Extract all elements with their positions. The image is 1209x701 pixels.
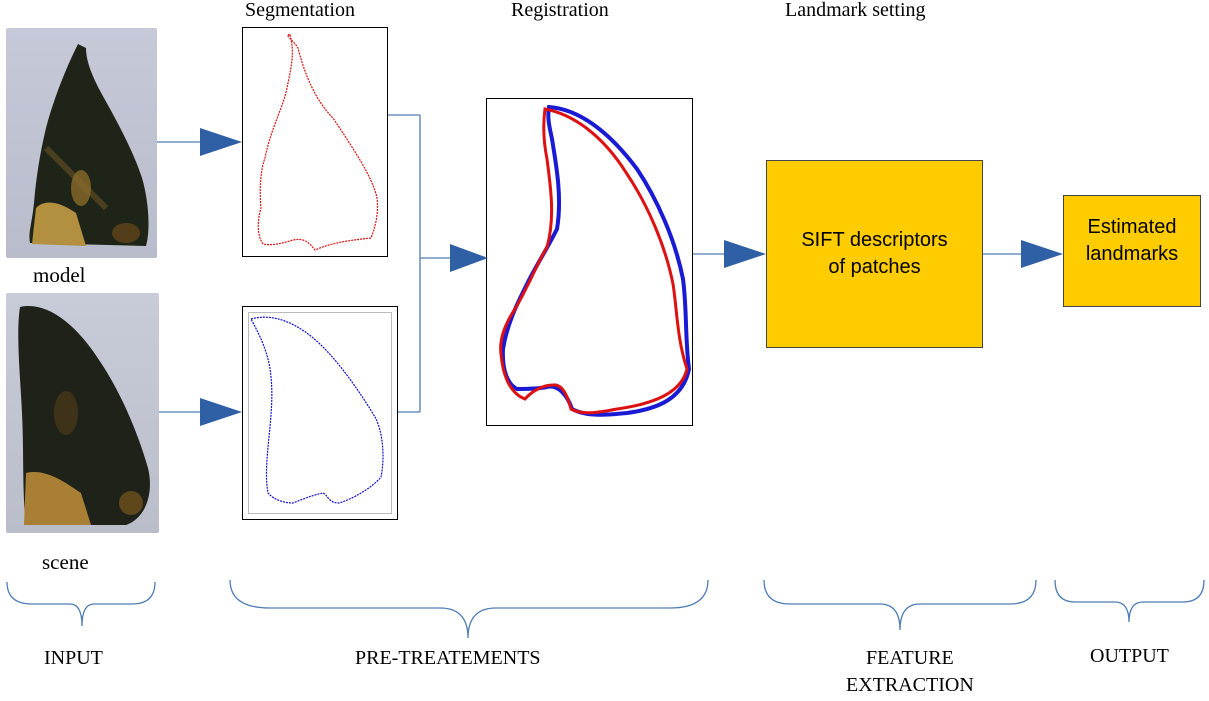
scene-segmentation-box [242,306,398,520]
model-label: model [33,263,86,287]
brace-output [1054,579,1205,623]
scene-contour [250,316,384,504]
arrow-to-sift [724,240,766,268]
arrow-scene-to-segmentation [200,398,242,426]
section-feature-extraction: FEATURE EXTRACTION [846,645,974,699]
model-contour [257,34,379,251]
registration-red-contour [499,107,689,415]
landmark-setting-title: Landmark setting [785,0,926,21]
section-pretreatments: PRE-TREATEMENTS [355,647,541,669]
output-label-line2: landmarks [1085,243,1179,265]
arrow-to-registration [450,244,488,272]
feature-line2: EXTRACTION [846,674,974,696]
segmentation-title: Segmentation [245,0,355,21]
sift-label-line1: SIFT descriptors [801,229,948,251]
section-input: INPUT [44,647,103,669]
registration-title: Registration [511,0,609,21]
brace-input [6,581,156,627]
output-label-line1: Estimated [1087,216,1177,238]
section-output: OUTPUT [1090,645,1169,667]
brace-pretreatments [229,579,709,639]
sift-label-line2: of patches [828,256,921,278]
arrow-to-output [1021,240,1063,268]
model-photo [6,28,157,258]
sift-descriptors-box: SIFT descriptors of patches [766,160,983,348]
estimated-landmarks-box: Estimated landmarks [1063,195,1201,307]
feature-line1: FEATURE [865,647,954,669]
registration-blue-contour [500,104,692,417]
brace-feature-extraction [763,579,1037,631]
arrow-model-to-segmentation [200,128,242,156]
scene-photo [6,293,159,533]
registration-box [486,98,693,426]
scene-label: scene [42,550,89,574]
model-segmentation-box [242,27,388,257]
